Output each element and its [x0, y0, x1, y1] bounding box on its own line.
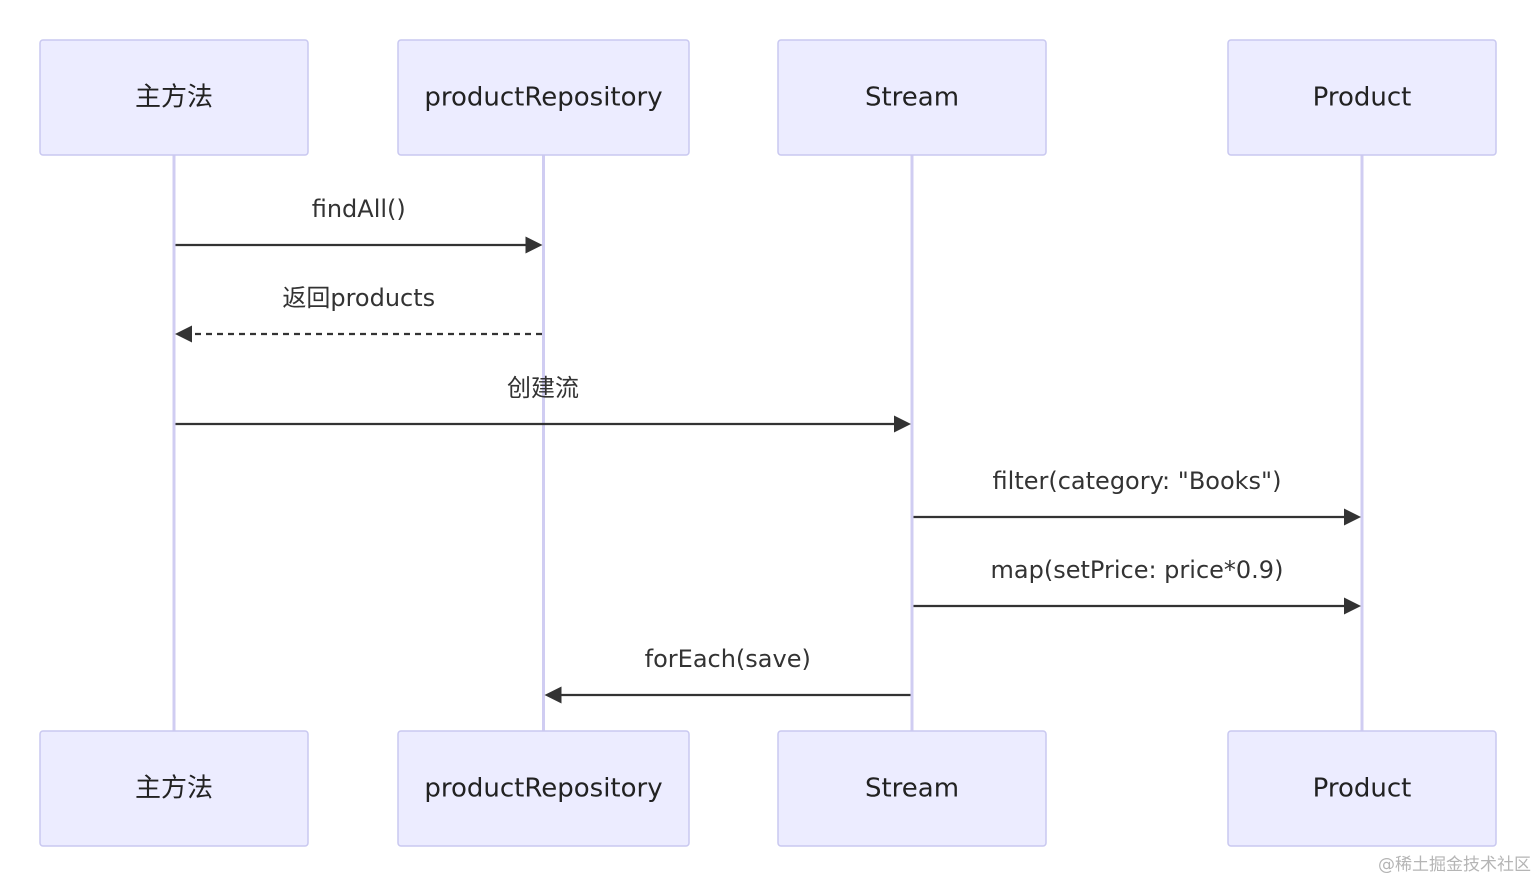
actor-stream-top: Stream — [777, 39, 1047, 156]
actor-box — [777, 730, 1047, 847]
actor-label: Stream — [865, 83, 959, 113]
actor-main-top: 主方法 — [39, 39, 309, 156]
actor-product-top: Product — [1227, 39, 1497, 156]
message-3: 创建流 — [175, 374, 911, 433]
watermark: @稀土掘金技术社区 — [1378, 855, 1531, 875]
actor-box — [39, 39, 309, 156]
actor-label: Stream — [865, 774, 959, 804]
actor-label: Product — [1313, 774, 1412, 804]
actor-repo-top: productRepository — [397, 39, 690, 156]
message-label: filter(category: "Books") — [993, 467, 1282, 495]
actor-box — [1227, 39, 1497, 156]
arrowhead — [175, 325, 192, 343]
arrowhead — [544, 686, 562, 704]
arrowhead — [1344, 508, 1361, 526]
actor-label: 主方法 — [135, 83, 213, 113]
actor-box — [397, 39, 690, 156]
message-6: forEach(save) — [544, 645, 911, 704]
actor-product-bottom: Product — [1227, 730, 1497, 847]
actor-repo-bottom: productRepository — [397, 730, 690, 847]
message-label: findAll() — [312, 195, 406, 223]
actor-label: productRepository — [424, 83, 662, 113]
message-5: map(setPrice: price*0.9) — [913, 556, 1361, 615]
actor-box — [777, 39, 1047, 156]
actor-label: productRepository — [424, 774, 662, 804]
actor-box — [1227, 730, 1497, 847]
arrowhead — [1344, 597, 1361, 615]
message-label: forEach(save) — [645, 645, 811, 673]
actor-stream-bottom: Stream — [777, 730, 1047, 847]
actor-box — [39, 730, 309, 847]
message-2: 返回products — [175, 284, 542, 343]
message-label: 创建流 — [507, 374, 579, 402]
message-4: filter(category: "Books") — [913, 467, 1361, 526]
message-1: findAll() — [175, 195, 543, 254]
actor-label: 主方法 — [135, 774, 213, 804]
arrowhead — [525, 236, 543, 254]
arrowhead — [894, 415, 911, 433]
message-label: 返回products — [282, 284, 435, 312]
actor-label: Product — [1313, 83, 1412, 113]
actor-box — [397, 730, 690, 847]
actor-main-bottom: 主方法 — [39, 730, 309, 847]
message-label: map(setPrice: price*0.9) — [991, 556, 1284, 584]
